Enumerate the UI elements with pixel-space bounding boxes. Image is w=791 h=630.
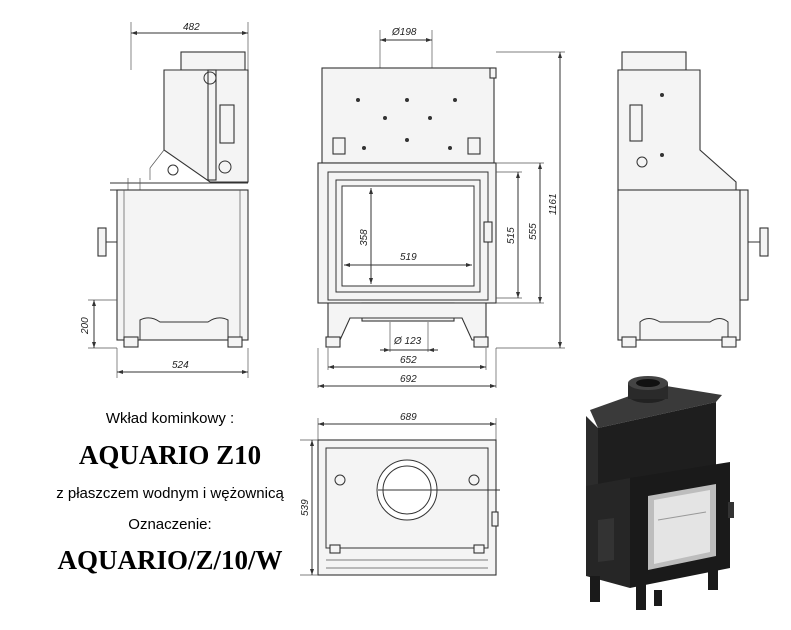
dim-side-depth-bottom: 524 xyxy=(172,360,189,371)
dim-base-width: 652 xyxy=(400,355,417,366)
caption-model-name: AQUARIO Z10 xyxy=(78,440,262,470)
front-view: Ø198 358 519 515 xyxy=(317,27,565,388)
dim-flue-diameter: Ø198 xyxy=(391,27,417,38)
side-view-right xyxy=(617,51,769,348)
dim-glass-width: 519 xyxy=(400,252,417,263)
dim-inlet-diameter: Ø 123 xyxy=(393,336,422,347)
side-view-left: 482 200 xyxy=(80,22,249,378)
dim-top-depth: 539 xyxy=(300,499,311,516)
dim-side-depth-top: 482 xyxy=(183,22,200,33)
dim-glass-height: 358 xyxy=(359,229,370,246)
dim-side-height-base: 200 xyxy=(80,317,91,335)
stove-render xyxy=(586,376,734,610)
caption-designation-label: Oznaczenie: xyxy=(128,516,212,533)
caption-description: z płaszczem wodnym i wężownicą xyxy=(56,485,284,502)
dim-front-width: 692 xyxy=(400,374,417,385)
dim-frame-height: 555 xyxy=(528,223,539,240)
caption-designation-code: AQUARIO/Z/10/W xyxy=(57,545,283,575)
caption-product-type: Wkład kominkowy : xyxy=(105,410,235,427)
dim-top-width: 689 xyxy=(400,412,417,423)
dim-door-height: 515 xyxy=(506,227,517,244)
top-view: 689 539 xyxy=(300,412,500,576)
dim-total-height: 1161 xyxy=(548,193,559,215)
